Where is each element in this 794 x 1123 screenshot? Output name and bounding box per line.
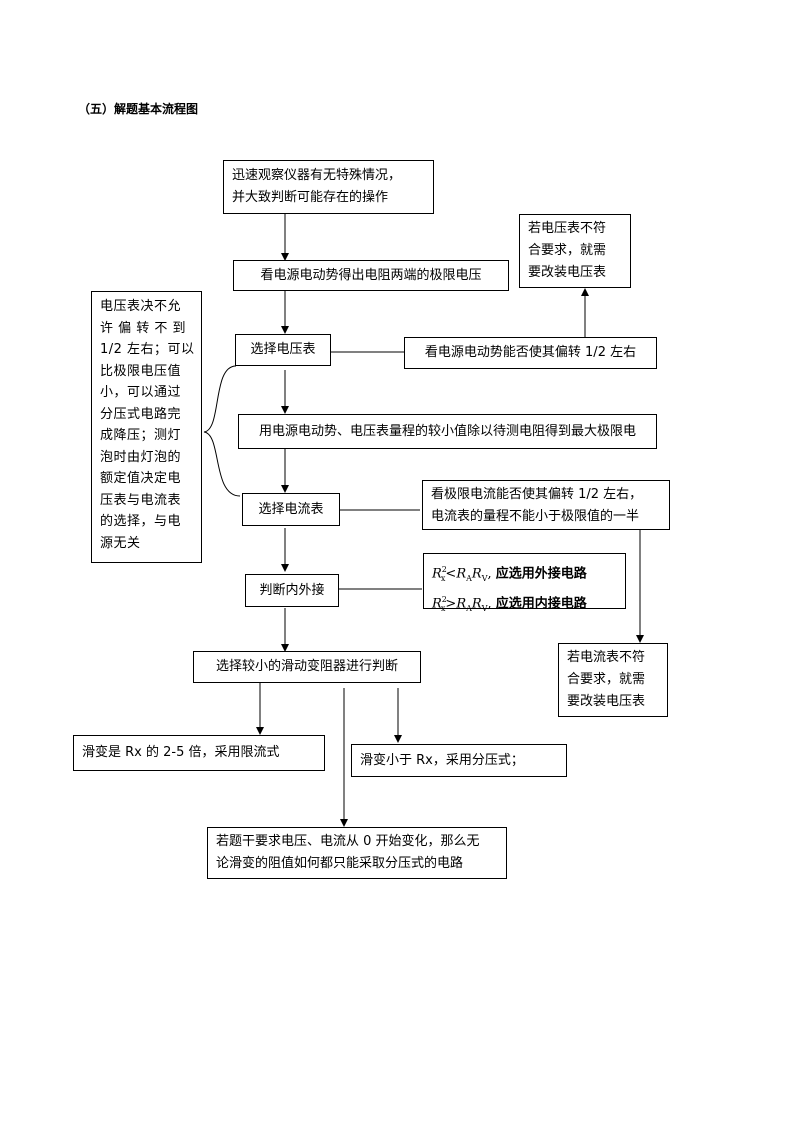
modify-voltmeter-line-2: 合要求，就需 xyxy=(528,243,607,258)
inner-outer-label: 判断内外接 xyxy=(259,582,325,598)
select-ammeter-box: 选择电流表 xyxy=(242,493,340,526)
zero-start-box: 若题干要求电压、电流从 0 开始变化，那么无 论滑变的阻值如何都只能采取分压式的… xyxy=(207,827,507,879)
formula-outer-rule: 应选用外接电路 xyxy=(495,566,587,582)
check-voltmeter-box: 看电源电动势能否使其偏转 1/2 左右 xyxy=(404,337,657,369)
rheostat-box: 选择较小的滑动变阻器进行判断 xyxy=(193,651,421,683)
page-heading: （五）解题基本流程图 xyxy=(78,102,199,116)
note-brace xyxy=(203,365,241,497)
select-ammeter-label: 选择电流表 xyxy=(258,501,324,517)
modify-voltmeter-line-1: 若电压表不符 xyxy=(528,221,607,236)
inner-outer-box: 判断内外接 xyxy=(245,574,339,607)
limit-current-method-label: 滑变是 Rx 的 2-5 倍，采用限流式 xyxy=(82,745,280,760)
note-line-3: 1/2 左右；可以 xyxy=(100,342,195,357)
modify-voltmeter-box: 若电压表不符 合要求，就需 要改装电压表 xyxy=(519,214,631,288)
note-line-9: 额定值决定电 xyxy=(100,471,182,486)
modify-ammeter-line-3: 要改装电压表 xyxy=(567,694,646,709)
limit-voltage-label: 看电源电动势得出电阻两端的极限电压 xyxy=(260,267,482,283)
check-ammeter-box: 看极限电流能否使其偏转 1/2 左右， 电流表的量程不能小于极限值的一半 xyxy=(422,480,670,530)
zero-start-line-1: 若题干要求电压、电流从 0 开始变化，那么无 xyxy=(216,834,480,849)
note-line-4: 比极限电压值 xyxy=(100,363,182,379)
note-line-6: 分压式电路完 xyxy=(100,406,182,422)
limit-voltage-box: 看电源电动势得出电阻两端的极限电压 xyxy=(233,260,509,291)
note-line-7: 成降压；测灯 xyxy=(100,428,182,443)
divider-method-box: 滑变小于 Rx，采用分压式； xyxy=(351,744,567,777)
rheostat-label: 选择较小的滑动变阻器进行判断 xyxy=(215,659,398,674)
observe-line-1: 迅速观察仪器有无特殊情况， xyxy=(232,168,402,183)
max-current-box: 用电源电动势、电压表量程的较小值除以待测电阻得到最大极限电 xyxy=(238,414,657,449)
select-voltmeter-label: 选择电压表 xyxy=(250,342,316,357)
limit-current-method-box: 滑变是 Rx 的 2-5 倍，采用限流式 xyxy=(73,735,325,771)
note-line-12: 源无关 xyxy=(100,535,141,551)
note-line-8: 泡时由灯泡的 xyxy=(100,449,182,465)
note-line-2: 许 偏 转 不 到 xyxy=(100,320,187,336)
divider-method-label: 滑变小于 Rx，采用分压式； xyxy=(360,752,524,768)
select-voltmeter-box: 选择电压表 xyxy=(235,334,331,366)
note-line-10: 压表与电流表 xyxy=(100,492,182,508)
max-current-label: 用电源电动势、电压表量程的较小值除以待测电阻得到最大极限电 xyxy=(258,423,636,439)
observe-line-2: 并大致判断可能存在的操作 xyxy=(232,190,389,205)
zero-start-line-2: 论滑变的阻值如何都只能采取分压式的电路 xyxy=(216,856,464,871)
formula-box: R2x<RARV, 应选用外接电路 R2x>RARV, 应选用内接电路 xyxy=(423,553,626,613)
note-line-11: 的选择，与电 xyxy=(100,514,182,529)
note-box: 电压表决不允 许 偏 转 不 到 1/2 左右；可以 比极限电压值 小，可以通过… xyxy=(91,291,202,563)
modify-ammeter-line-2: 合要求，就需 xyxy=(567,672,646,687)
formula-inner-line: R2x>RARV, 应选用内接电路 xyxy=(432,594,587,613)
note-line-1: 电压表决不允 xyxy=(100,299,182,314)
check-ammeter-line-2: 电流表的量程不能小于极限值的一半 xyxy=(431,509,640,524)
modify-ammeter-box: 若电流表不符 合要求，就需 要改装电压表 xyxy=(558,643,668,717)
note-line-5: 小，可以通过 xyxy=(100,385,182,400)
modify-voltmeter-line-3: 要改装电压表 xyxy=(528,265,607,280)
check-ammeter-line-1: 看极限电流能否使其偏转 1/2 左右， xyxy=(431,487,643,502)
formula-inner-rule: 应选用内接电路 xyxy=(495,596,587,612)
check-voltmeter-label: 看电源电动势能否使其偏转 1/2 左右 xyxy=(424,345,637,360)
modify-ammeter-line-1: 若电流表不符 xyxy=(567,650,646,665)
observe-box: 迅速观察仪器有无特殊情况， 并大致判断可能存在的操作 xyxy=(223,160,434,214)
formula-outer-line: R2x<RARV, 应选用外接电路 xyxy=(432,565,587,583)
